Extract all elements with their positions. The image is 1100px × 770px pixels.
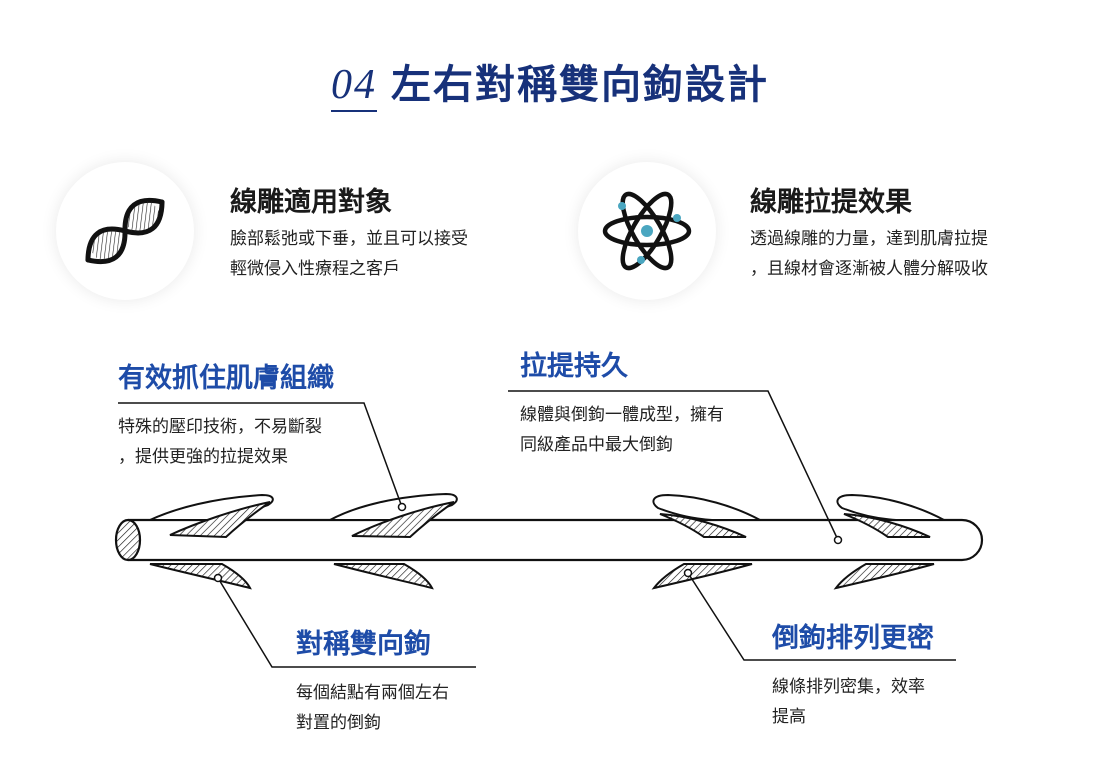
callout-title-dense: 倒鉤排列更密	[772, 623, 934, 654]
atom-icon-circle	[578, 162, 716, 300]
feature-desc-1-line-1: 臉部鬆弛或下垂，並且可以接受	[230, 229, 468, 249]
feature-desc-2-line-1: 透過線雕的力量，達到肌膚拉提	[750, 229, 988, 249]
title-area: 04 左右對稱雙向鉤設計	[0, 52, 1100, 112]
dna-icon	[85, 197, 165, 265]
callout-desc-lasting-line-1: 線體與倒鉤一體成型，擁有	[520, 405, 724, 425]
callout-desc-symmetric-line-2: 對置的倒鉤	[296, 713, 381, 733]
callout-desc-lasting-line-2: 同級產品中最大倒鉤	[520, 435, 673, 455]
barb-lower-3	[651, 563, 753, 590]
callout-title-symmetric: 對稱雙向鉤	[296, 629, 431, 660]
barb-lower-2	[333, 563, 434, 590]
section-title: 左右對稱雙向鉤設計	[391, 61, 769, 108]
leader-line-4	[687, 572, 956, 661]
feature-desc-2-line-2: ，且線材會逐漸被人體分解吸收	[750, 259, 988, 279]
barb-lower-4	[833, 563, 935, 590]
leader-line-1	[118, 402, 403, 508]
feature-title-1: 線雕適用對象	[230, 187, 392, 218]
leader-dots	[213, 502, 843, 583]
callout-desc-dense: 線條排列密集，效率 提高	[772, 672, 925, 732]
callout-desc-symmetric-line-1: 每個結點有兩個左右	[296, 683, 449, 703]
barb-upper-3	[652, 493, 761, 538]
leader-lines	[118, 390, 956, 668]
atom-icon	[602, 191, 692, 271]
barb-upper-2	[329, 492, 458, 539]
dna-icon-circle	[56, 162, 194, 300]
section-number: 04	[331, 62, 377, 112]
callout-desc-dense-line-1: 線條排列密集，效率	[772, 677, 925, 697]
callout-desc-lasting: 線體與倒鉤一體成型，擁有 同級產品中最大倒鉤	[520, 400, 724, 460]
leader-line-2	[508, 390, 839, 541]
leader-line-3	[217, 577, 476, 668]
feature-desc-1: 臉部鬆弛或下垂，並且可以接受 輕微侵入性療程之客戶	[230, 224, 468, 284]
thread-shaft	[128, 518, 984, 562]
feature-desc-1-line-2: 輕微侵入性療程之客戶	[230, 259, 400, 279]
barb-upper-1	[149, 493, 274, 539]
feature-title-2: 線雕拉提效果	[750, 187, 912, 218]
leader-dot-1	[397, 502, 407, 512]
barb-upper-4	[836, 493, 945, 538]
page-title: 04 左右對稱雙向鉤設計	[331, 52, 769, 112]
leader-dot-3	[213, 573, 223, 583]
callout-desc-dense-line-2: 提高	[772, 707, 806, 727]
barb-lower-1	[149, 563, 252, 590]
callout-title-grip: 有效抓住肌膚組織	[118, 363, 334, 394]
callout-desc-symmetric: 每個結點有兩個左右 對置的倒鉤	[296, 678, 449, 738]
callout-desc-grip-line-1: 特殊的壓印技術，不易斷裂	[118, 417, 322, 437]
leader-dot-2	[833, 535, 843, 545]
feature-desc-2: 透過線雕的力量，達到肌膚拉提 ，且線材會逐漸被人體分解吸收	[750, 224, 988, 284]
callout-title-lasting: 拉提持久	[520, 351, 628, 382]
callout-desc-grip-line-2: ，提供更強的拉提效果	[118, 447, 288, 467]
leader-dot-4	[683, 568, 693, 578]
callout-desc-grip: 特殊的壓印技術，不易斷裂 ，提供更強的拉提效果	[118, 412, 322, 472]
thread-end-cap	[114, 518, 142, 562]
